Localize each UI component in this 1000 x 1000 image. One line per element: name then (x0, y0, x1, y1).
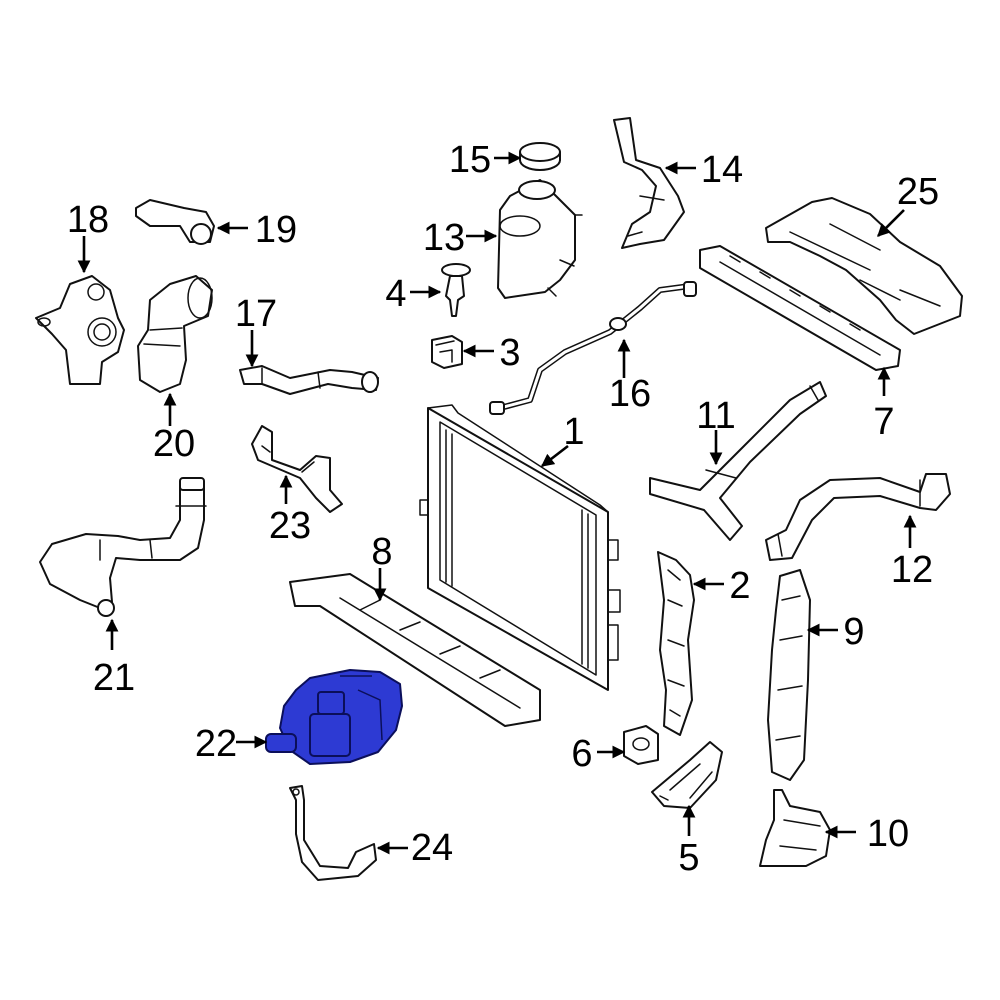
callout-4: 4 (385, 273, 406, 315)
callout-22: 22 (195, 723, 237, 765)
callout-7: 7 (873, 401, 894, 443)
part-14-bracket[interactable] (613, 117, 685, 249)
callout-11: 11 (696, 395, 735, 437)
part-15-cap[interactable] (519, 142, 561, 171)
part-12-hose[interactable] (765, 473, 951, 561)
part-11-hose[interactable] (649, 381, 827, 541)
callout-15: 15 (449, 139, 491, 181)
callout-19: 19 (255, 209, 297, 251)
part-19-hose-elbow[interactable] (135, 199, 215, 245)
callout-20: 20 (153, 423, 195, 465)
callout-18: 18 (67, 199, 109, 241)
callout-12: 12 (891, 549, 933, 591)
part-9-side-deflector[interactable] (767, 569, 811, 781)
leader-lines (77, 151, 917, 855)
part-4-push-pin[interactable] (441, 263, 471, 317)
callout-labels: 1 2 3 4 5 6 7 8 9 10 11 12 13 14 15 16 1… (67, 139, 939, 879)
part-22-auxiliary-water-pump[interactable] (265, 669, 403, 765)
part-10-lower-deflector[interactable] (759, 789, 831, 867)
part-25-upper-air-guide[interactable] (765, 197, 963, 335)
part-16-vent-hose[interactable] (489, 281, 697, 415)
part-21-hose[interactable] (39, 477, 207, 617)
callout-6: 6 (571, 733, 592, 775)
callout-5: 5 (678, 837, 699, 879)
part-2-air-guide[interactable] (657, 551, 695, 736)
part-24-strap[interactable] (289, 785, 377, 881)
part-17-hose[interactable] (239, 365, 379, 395)
callout-13: 13 (423, 217, 465, 259)
part-23-bracket[interactable] (251, 425, 343, 513)
part-20-hose-elbow[interactable] (137, 275, 213, 393)
callout-17: 17 (235, 293, 277, 335)
callout-9: 9 (843, 611, 864, 653)
part-1-radiator[interactable] (419, 404, 621, 691)
part-6-clip[interactable] (623, 725, 659, 765)
part-7-air-guide-panel[interactable] (699, 245, 901, 371)
part-5-bracket[interactable] (651, 741, 723, 809)
callout-10: 10 (867, 813, 909, 855)
callout-25: 25 (897, 171, 939, 213)
callout-23: 23 (269, 505, 311, 547)
part-3-clip[interactable] (431, 335, 463, 369)
callout-8: 8 (371, 531, 392, 573)
callout-24: 24 (411, 827, 453, 869)
callout-21: 21 (93, 657, 135, 699)
callout-2: 2 (729, 565, 750, 607)
callout-14: 14 (701, 149, 743, 191)
part-13-expansion-tank[interactable] (497, 179, 583, 299)
part-18-thermostat-housing[interactable] (35, 275, 125, 385)
callout-1: 1 (563, 411, 584, 453)
callout-3: 3 (499, 332, 520, 374)
callout-16: 16 (609, 373, 651, 415)
